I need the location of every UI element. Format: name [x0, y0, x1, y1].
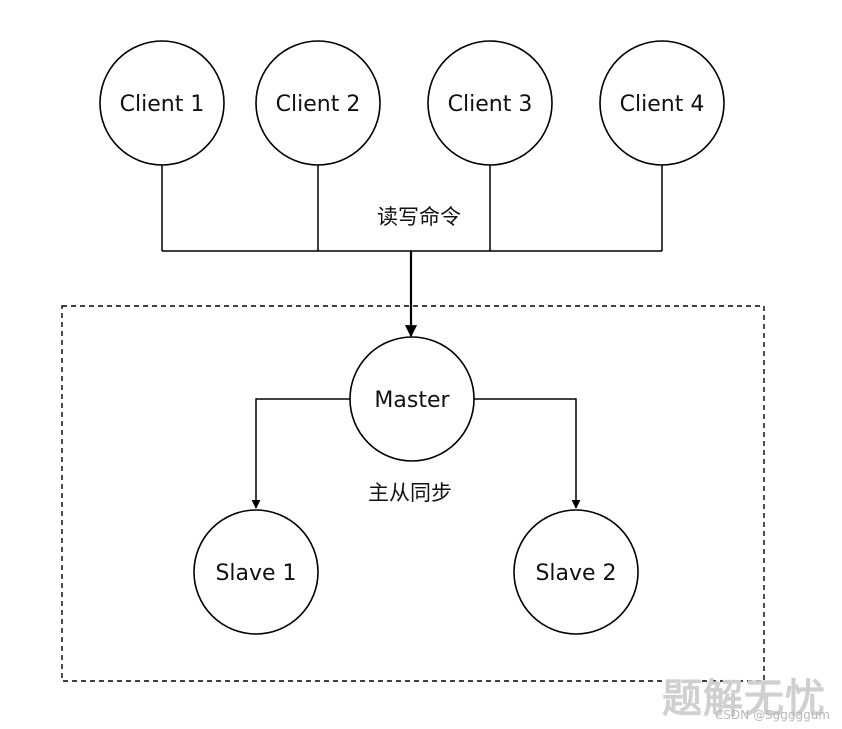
slave-node-1: Slave 1 — [193, 509, 319, 635]
master-slave-sync-label: 主从同步 — [368, 481, 452, 505]
client-3-label: Client 3 — [448, 92, 533, 117]
sync-arrow-slave-1 — [251, 398, 350, 509]
client-1-label: Client 1 — [120, 92, 205, 117]
master-label: Master — [374, 388, 450, 413]
read-write-label: 读写命令 — [377, 205, 461, 229]
client-node-1: Client 1 — [99, 40, 225, 166]
client-2-label: Client 2 — [276, 92, 361, 117]
watermark-source: CSDN @Sgggggum — [715, 708, 830, 722]
sync-arrow-slave-2 — [474, 398, 581, 509]
slave-1-circle — [193, 509, 319, 635]
master-circle — [349, 336, 475, 462]
slave-2-circle — [513, 509, 639, 635]
client-3-circle — [427, 40, 553, 166]
client-4-circle — [599, 40, 725, 166]
client-node-3: Client 3 — [427, 40, 553, 166]
watermark-brand: 题解无忧 — [662, 676, 826, 722]
client-2-circle — [255, 40, 381, 166]
slave-2-label: Slave 2 — [535, 561, 616, 586]
slave-node-2: Slave 2 — [513, 509, 639, 635]
client-1-circle — [99, 40, 225, 166]
client-node-4: Client 4 — [599, 40, 725, 166]
master-node: Master — [349, 336, 475, 462]
client-4-label: Client 4 — [620, 92, 705, 117]
slave-1-label: Slave 1 — [215, 561, 296, 586]
cluster-boundary — [61, 305, 765, 682]
client-node-2: Client 2 — [255, 40, 381, 166]
